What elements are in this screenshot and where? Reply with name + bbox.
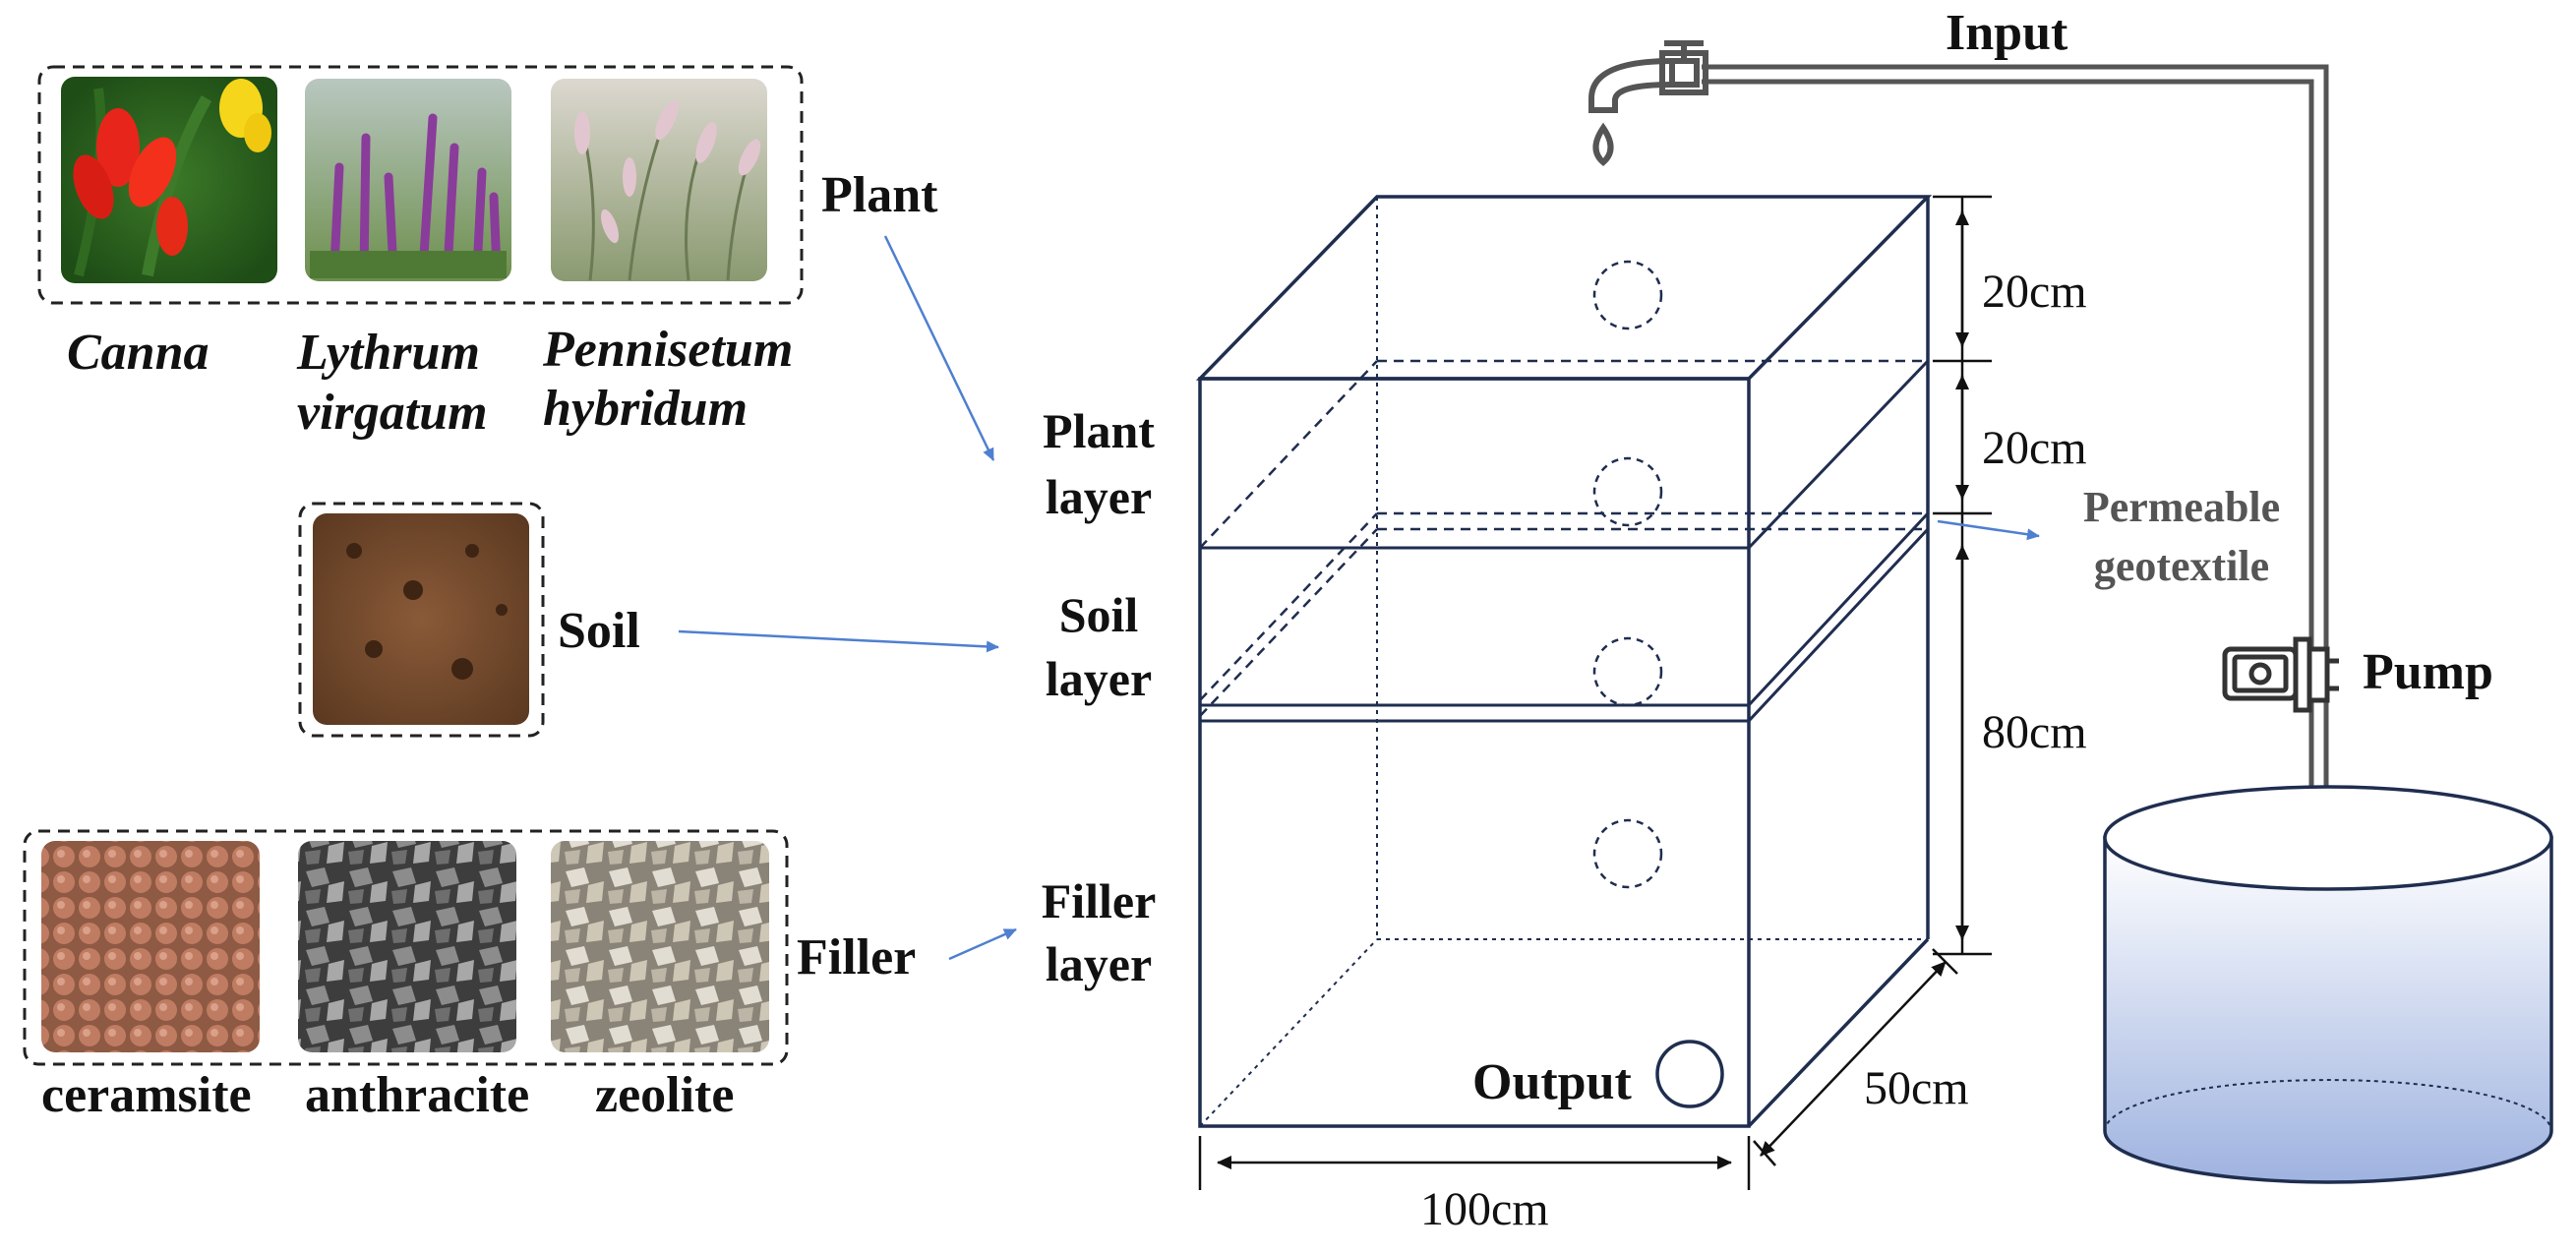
pennisetum-label-line1: Pennisetum: [542, 322, 793, 378]
water-tank: [2103, 785, 2553, 1184]
box-top-face: [1195, 195, 1933, 381]
soil-arrow: [678, 629, 999, 653]
reactor-box: [1195, 195, 1933, 1128]
geotextile-label-line1: Permeable: [2083, 483, 2280, 531]
dim-width: 100cm: [1420, 1183, 1549, 1235]
pump-label: Pump: [2363, 644, 2493, 700]
dim-depth: 50cm: [1864, 1062, 1969, 1114]
filler-layer-label-line1: Filler: [1042, 873, 1157, 928]
box-front-face: [1198, 377, 1751, 1128]
soil-texture: [346, 543, 508, 680]
geotextile-arrow: [1937, 519, 2040, 541]
soil-group-label: Soil: [558, 603, 640, 659]
filler-arrow: [948, 927, 1017, 961]
filler-layer-label-line2: layer: [1046, 936, 1152, 991]
pennisetum-label-line2: hybridum: [543, 381, 748, 437]
ceramsite-label: ceramsite: [41, 1067, 252, 1123]
layer-labels: Plant layer Soil layer Filler layer: [1042, 403, 1157, 991]
soil-group-frame: [298, 502, 545, 738]
output-port: [1655, 1040, 1724, 1108]
canna-label: Canna: [67, 325, 210, 381]
anthracite-photo: [298, 841, 516, 1052]
faucet-icon: [1588, 40, 1708, 166]
ceramsite-photo: [41, 841, 260, 1052]
plant-layer-label-line1: Plant: [1043, 403, 1155, 458]
layer-dashed-planes: [1199, 359, 1928, 717]
dimension-lines: [1198, 195, 1992, 1190]
filler-group: Filler ceramsite anthracite zeolite: [23, 829, 1017, 1123]
plant-group-label: Plant: [821, 167, 938, 223]
lythrum-label-line2: virgatum: [297, 385, 488, 441]
lythrum-photo: [305, 79, 511, 281]
plant-group: Canna Lythrum virgatum Pennisetum hybrid…: [37, 65, 995, 461]
geotextile-label-line2: geotextile: [2094, 542, 2269, 590]
output-label: Output: [1472, 1054, 1633, 1110]
zeolite-photo: [551, 841, 769, 1052]
soil-layer-label-line1: Soil: [1059, 587, 1139, 642]
input-label: Input: [1946, 5, 2068, 61]
zeolite-label: zeolite: [595, 1067, 734, 1123]
plant-arrow: [883, 235, 995, 461]
anthracite-label: anthracite: [305, 1067, 529, 1123]
dim-bottom-depth: 80cm: [1982, 706, 2087, 758]
dim-top-gap: 20cm: [1982, 266, 2087, 318]
canna-photo: [61, 77, 277, 283]
box-hidden-edges: [1199, 197, 1928, 1127]
lythrum-label-line1: Lythrum: [296, 325, 480, 381]
pennisetum-photo: [551, 79, 767, 281]
soil-photo: [313, 513, 529, 725]
plant-layer-label-line2: layer: [1046, 469, 1152, 524]
pump-icon: [2222, 636, 2339, 713]
dim-plant-depth: 20cm: [1982, 422, 2087, 474]
filler-group-label: Filler: [797, 929, 916, 985]
soil-group: Soil: [298, 502, 999, 738]
sampling-ports: [1592, 260, 1663, 889]
soil-layer-label-line2: layer: [1046, 651, 1152, 706]
